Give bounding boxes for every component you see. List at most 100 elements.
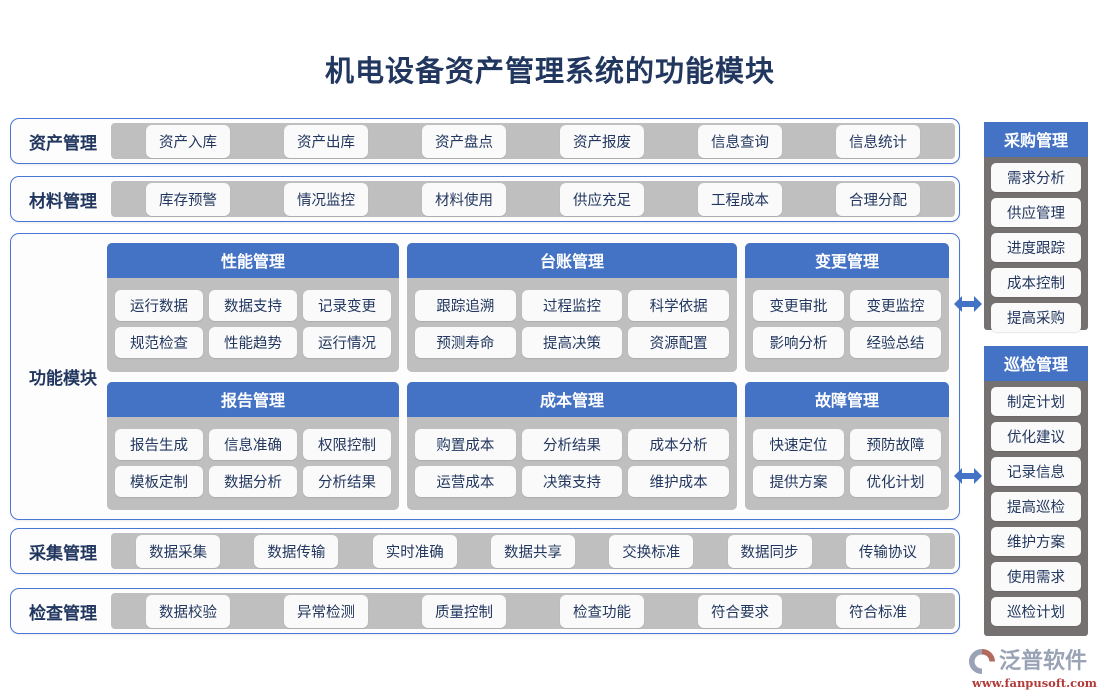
chip-item[interactable]: 变更监控 — [850, 290, 941, 322]
panel-performance-management: 性能管理 运行数据 数据支持 记录变更 规范检查 性能趋势 运行情况 — [107, 243, 399, 372]
chip-item[interactable]: 跟踪追溯 — [415, 290, 516, 322]
chip-item[interactable]: 分析结果 — [303, 465, 391, 497]
chip-item[interactable]: 变更审批 — [753, 290, 844, 322]
chip-item[interactable]: 资产入库 — [146, 124, 230, 158]
chip-item[interactable]: 报告生成 — [115, 428, 203, 460]
chip-item[interactable]: 性能趋势 — [209, 327, 297, 359]
sidebar-item[interactable]: 优化建议 — [991, 422, 1081, 451]
panel-ledger-management: 台账管理 跟踪追溯 过程监控 科学依据 预测寿命 提高决策 资源配置 — [407, 243, 737, 372]
chip-item[interactable]: 实时准确 — [372, 534, 457, 568]
row-collection-management: 采集管理 数据采集 数据传输 实时准确 数据共享 交换标准 数据同步 传输协议 — [10, 528, 960, 574]
row-label: 采集管理 — [29, 543, 97, 564]
chip-item[interactable]: 库存预警 — [146, 182, 230, 216]
chip-item[interactable]: 数据传输 — [254, 534, 339, 568]
row-asset-management: 资产管理 资产入库 资产出库 资产盘点 资产报废 信息查询 信息统计 — [10, 118, 960, 164]
chip-item[interactable]: 科学依据 — [628, 290, 729, 322]
brand-logo: 泛普软件 www.fanpusoft.com — [968, 648, 1097, 694]
sidebar-item[interactable]: 成本控制 — [991, 268, 1081, 297]
panel-title: 故障管理 — [745, 381, 949, 417]
chip-item[interactable]: 规范检查 — [115, 327, 203, 359]
sidebar-item[interactable]: 记录信息 — [991, 457, 1081, 486]
chip-item[interactable]: 提高决策 — [521, 327, 623, 359]
chip-item[interactable]: 情况监控 — [284, 182, 368, 216]
chip-item[interactable]: 模板定制 — [115, 465, 203, 497]
function-modules-grid: 性能管理 运行数据 数据支持 记录变更 规范检查 性能趋势 运行情况 台账管理 … — [107, 243, 949, 510]
fanpu-logo-icon — [968, 648, 996, 675]
sidebar-item[interactable]: 制定计划 — [991, 387, 1081, 416]
chip-item[interactable]: 符合标准 — [836, 594, 920, 628]
sidebar-item[interactable]: 巡检计划 — [991, 597, 1081, 626]
chip-item[interactable]: 快速定位 — [753, 428, 844, 460]
chip-item[interactable]: 符合要求 — [698, 594, 782, 628]
panel-change-management: 变更管理 变更审批 变更监控 影响分析 经验总结 — [745, 243, 949, 372]
chip-item[interactable]: 成本分析 — [628, 428, 729, 460]
chip-item[interactable]: 数据采集 — [136, 534, 221, 568]
chip-item[interactable]: 决策支持 — [521, 465, 623, 497]
sidebar-item[interactable]: 进度跟踪 — [991, 233, 1081, 262]
chip-item[interactable]: 合理分配 — [836, 182, 920, 216]
chip-item[interactable]: 权限控制 — [303, 428, 391, 460]
chip-item[interactable]: 预防故障 — [850, 428, 941, 460]
chip-item[interactable]: 材料使用 — [422, 182, 506, 216]
chip-item[interactable]: 数据支持 — [209, 290, 297, 322]
panel-items: 跟踪追溯 过程监控 科学依据 预测寿命 提高决策 资源配置 — [407, 278, 737, 372]
row-items: 数据校验 异常检测 质量控制 检查功能 符合要求 符合标准 — [111, 593, 955, 629]
row-label: 材料管理 — [29, 191, 97, 212]
chip-item[interactable]: 记录变更 — [303, 290, 391, 322]
chip-item[interactable]: 资源配置 — [628, 327, 729, 359]
chip-item[interactable]: 运营成本 — [415, 465, 516, 497]
panel-title: 变更管理 — [745, 243, 949, 278]
chip-item[interactable]: 信息准确 — [209, 428, 297, 460]
chip-item[interactable]: 数据同步 — [727, 534, 812, 568]
chip-item[interactable]: 数据分析 — [209, 465, 297, 497]
chip-item[interactable]: 信息统计 — [836, 124, 920, 158]
panel-items: 购置成本 分析结果 成本分析 运营成本 决策支持 维护成本 — [407, 417, 737, 511]
chip-item[interactable]: 交换标准 — [609, 534, 694, 568]
chip-item[interactable]: 传输协议 — [845, 534, 930, 568]
chip-item[interactable]: 数据共享 — [490, 534, 575, 568]
row-material-management: 材料管理 库存预警 情况监控 材料使用 供应充足 工程成本 合理分配 — [10, 176, 960, 222]
chip-item[interactable]: 检查功能 — [560, 594, 644, 628]
brand-url: www.fanpusoft.com — [972, 676, 1097, 690]
chip-item[interactable]: 影响分析 — [753, 327, 844, 359]
chip-item[interactable]: 异常检测 — [284, 594, 368, 628]
sidebar-item[interactable]: 需求分析 — [991, 163, 1081, 192]
sidebar-item[interactable]: 供应管理 — [991, 198, 1081, 227]
chip-item[interactable]: 维护成本 — [628, 465, 729, 497]
chip-item[interactable]: 运行情况 — [303, 327, 391, 359]
panel-title: 成本管理 — [407, 381, 737, 417]
chip-item[interactable]: 提供方案 — [753, 465, 844, 497]
chip-item[interactable]: 资产报废 — [560, 124, 644, 158]
chip-item[interactable]: 资产出库 — [284, 124, 368, 158]
chip-item[interactable]: 资产盘点 — [422, 124, 506, 158]
function-modules-card: 功能模块 性能管理 运行数据 数据支持 记录变更 规范检查 性能趋势 运行情况 … — [10, 233, 960, 520]
sidebar-item[interactable]: 提高采购 — [991, 303, 1081, 332]
row-items: 数据采集 数据传输 实时准确 数据共享 交换标准 数据同步 传输协议 — [111, 533, 955, 569]
chip-item[interactable]: 数据校验 — [146, 594, 230, 628]
sidebar-item[interactable]: 使用需求 — [991, 562, 1081, 591]
chip-item[interactable]: 供应充足 — [560, 182, 644, 216]
chip-item[interactable]: 经验总结 — [850, 327, 941, 359]
chip-item[interactable]: 工程成本 — [698, 182, 782, 216]
row-items: 资产入库 资产出库 资产盘点 资产报废 信息查询 信息统计 — [111, 123, 955, 159]
row-items: 库存预警 情况监控 材料使用 供应充足 工程成本 合理分配 — [111, 181, 955, 217]
sidebar-item[interactable]: 维护方案 — [991, 527, 1081, 556]
chip-item[interactable]: 过程监控 — [521, 290, 623, 322]
chip-item[interactable]: 运行数据 — [115, 290, 203, 322]
chip-item[interactable]: 分析结果 — [521, 428, 623, 460]
panel-items: 变更审批 变更监控 影响分析 经验总结 — [745, 278, 949, 372]
chip-item[interactable]: 质量控制 — [422, 594, 506, 628]
center-label: 功能模块 — [29, 369, 97, 389]
page-title: 机电设备资产管理系统的功能模块 — [324, 54, 775, 88]
chip-item[interactable]: 优化计划 — [850, 465, 941, 497]
arrow-purchase — [953, 292, 983, 316]
panel-fault-management: 故障管理 快速定位 预防故障 提供方案 优化计划 — [745, 381, 949, 511]
sidebar-item[interactable]: 提高巡检 — [991, 492, 1081, 521]
sidebar-title: 采购管理 — [984, 122, 1088, 157]
row-label: 检查管理 — [29, 603, 97, 624]
chip-item[interactable]: 购置成本 — [415, 428, 516, 460]
chip-item[interactable]: 预测寿命 — [415, 327, 516, 359]
panel-items: 快速定位 预防故障 提供方案 优化计划 — [745, 417, 949, 511]
chip-item[interactable]: 信息查询 — [698, 124, 782, 158]
